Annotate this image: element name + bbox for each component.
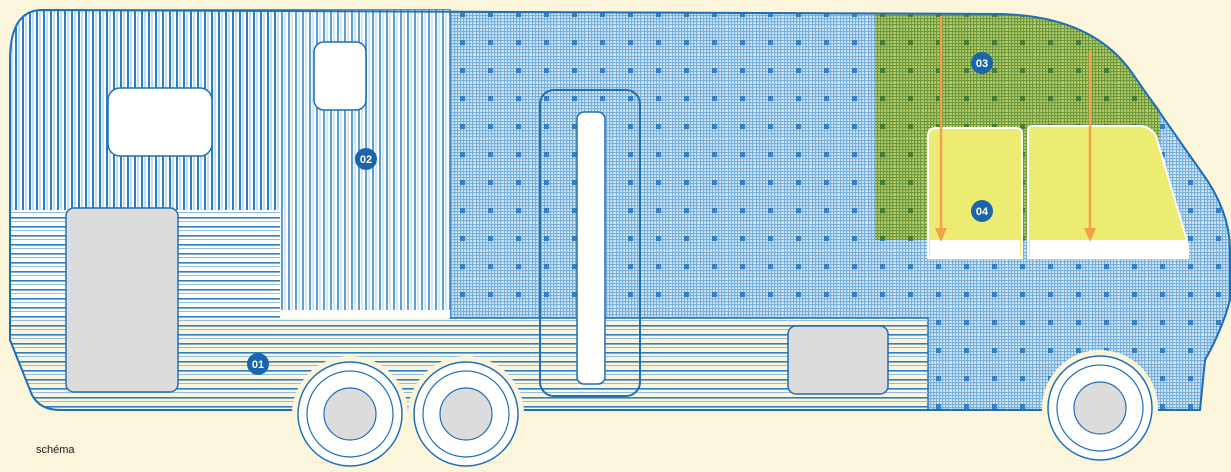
diagram-caption: schéma (36, 444, 75, 456)
front-windshield-sill (1030, 240, 1188, 258)
zone-badge-03: 03 (971, 52, 993, 74)
entry-door-frame (539, 89, 641, 397)
zone-01-stripes (10, 210, 928, 410)
zone-badge-04: 04 (971, 200, 993, 222)
entry-door-window (576, 111, 606, 385)
wheel-front (1042, 350, 1158, 466)
rear-window (107, 87, 213, 157)
side-cab-window (927, 127, 1023, 259)
zone-04-windshield (927, 125, 1189, 259)
zone-badge-02: 02 (355, 148, 377, 170)
zone-badge-02-label: 02 (360, 154, 372, 166)
zone-badge-03-label: 03 (976, 58, 988, 70)
lower-side-panel (787, 325, 889, 395)
zone-badge-01-label: 01 (252, 359, 264, 371)
orange-arrows (935, 16, 1096, 242)
vehicle-outline (9, 8, 1231, 411)
small-upper-window (313, 41, 367, 111)
rear-side-panel (65, 207, 179, 393)
arrow-right-head (1084, 228, 1096, 242)
wheel-rear-1 (292, 356, 408, 472)
arrow-left-head (935, 228, 947, 242)
wheel-rear-2 (408, 356, 524, 472)
zone-badge-04-label: 04 (976, 206, 989, 218)
zone-badge-01: 01 (247, 353, 269, 375)
side-cab-window-sill (930, 240, 1020, 258)
